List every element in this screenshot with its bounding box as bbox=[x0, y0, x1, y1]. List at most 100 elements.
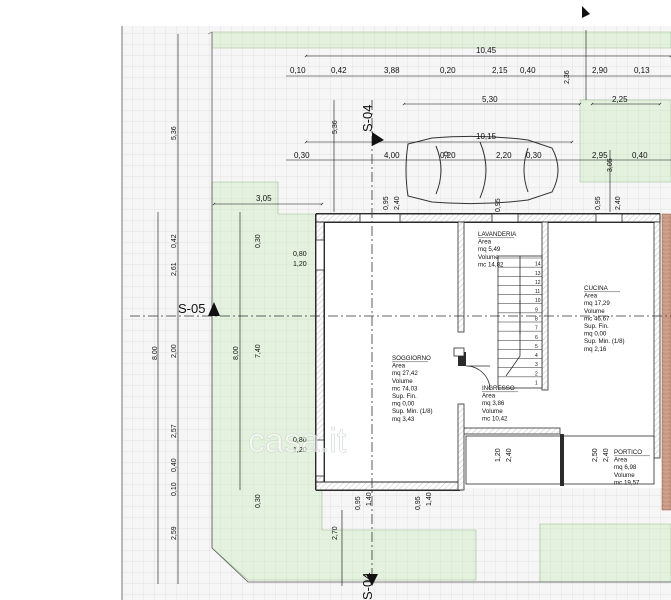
soggiorno-label-line-4: mc 74,03 bbox=[392, 385, 418, 392]
dim-top-240-a: 2,40 bbox=[394, 196, 401, 210]
dim-top-095-b: 0,95 bbox=[495, 198, 502, 212]
window-top-3 bbox=[595, 213, 623, 223]
dim-left-2: 2,00 bbox=[171, 344, 178, 358]
lawn-left bbox=[211, 181, 477, 581]
stair-step-number: 13 bbox=[535, 271, 541, 277]
watermark-casa-it: casa.it bbox=[248, 422, 347, 460]
section-markers: S-04 S-05 S-04 bbox=[178, 6, 590, 600]
dim-right-top: 2,25 bbox=[612, 95, 628, 104]
dim-bot-095-a: 0,95 bbox=[355, 496, 362, 510]
soggiorno-label-line-2: mq 27,42 bbox=[392, 370, 418, 377]
car-outline-icon bbox=[405, 135, 559, 205]
dim-top-6: 2,36 bbox=[564, 70, 571, 84]
soggiorno-label-line-7: Sup. Min. (1/8) bbox=[392, 408, 433, 415]
soggiorno-label-line-0: SOGGIORNO bbox=[392, 355, 431, 362]
dim-mid-2: 0,20 bbox=[440, 151, 456, 160]
dim-left-3: 2,57 bbox=[171, 424, 178, 438]
dim-bot-270: 2,70 bbox=[332, 526, 339, 540]
window-top-2 bbox=[491, 213, 519, 223]
dim-mid-0: 0,30 bbox=[294, 151, 310, 160]
soggiorno-label-line-5: Sup. Fin. bbox=[392, 393, 417, 400]
stair-step-number: 14 bbox=[535, 262, 541, 268]
dim-inner-030-bot: 0,30 bbox=[255, 494, 262, 508]
dimension-lines bbox=[157, 30, 671, 586]
dim-top-2: 3,88 bbox=[384, 66, 400, 75]
dim-top-0: 0,10 bbox=[290, 66, 306, 75]
section-label-s05: S-05 bbox=[178, 301, 205, 316]
cucina-label-line-0: CUCINA bbox=[584, 285, 609, 292]
dim-top-240-b: 2,40 bbox=[615, 196, 622, 210]
wall-ingresso-left bbox=[458, 352, 466, 366]
wall-cucina-left bbox=[541, 221, 549, 391]
dim-top-095-c: 0,95 bbox=[595, 196, 602, 210]
dim-mid-overall: 10,15 bbox=[476, 132, 497, 141]
dim-vertical-536: 5,36 bbox=[171, 126, 178, 140]
dim-left-800: 8,00 bbox=[152, 346, 159, 360]
door-swing-ingresso bbox=[465, 365, 491, 391]
lavanderia-label-line-3: Volume bbox=[478, 254, 499, 261]
dim-mid-3: 2,20 bbox=[496, 151, 512, 160]
lavanderia-label-line-4: mc 14,82 bbox=[478, 261, 504, 268]
portico-label-line-4: mc 19,57 bbox=[614, 479, 640, 486]
dim-mid-5: 2,95 bbox=[592, 151, 608, 160]
soggiorno-label-line-8: mq 3,43 bbox=[392, 416, 415, 423]
dim-left-305: 3,05 bbox=[256, 194, 272, 203]
site-boundary bbox=[121, 26, 671, 600]
portico-label-line-0: PORTICO bbox=[614, 449, 642, 456]
stair-step-number: 8 bbox=[535, 317, 538, 323]
brick-wall bbox=[661, 213, 671, 511]
dim-top-8: 0,13 bbox=[634, 66, 650, 75]
dim-top-overall: 10,45 bbox=[476, 46, 497, 55]
dim-garage-width: 5,30 bbox=[482, 95, 498, 104]
cucina-label-line-7: Sup. Min. (1/8) bbox=[584, 338, 625, 345]
dim-left-4: 0,40 bbox=[171, 458, 178, 472]
dim-bot-140-b: 1,40 bbox=[426, 492, 433, 506]
lavanderia-label-line-2: mq 5,49 bbox=[478, 246, 501, 253]
wall-right-upper bbox=[653, 221, 661, 459]
lawn-bottom-right bbox=[539, 523, 671, 583]
cucina-label-line-1: Area bbox=[584, 293, 598, 300]
lawn-right bbox=[579, 99, 671, 183]
section-arrow-bottom bbox=[366, 574, 378, 586]
stair-step-number: 12 bbox=[535, 280, 541, 286]
cucina-label-line-8: mq 2,16 bbox=[584, 346, 607, 353]
lawn-top bbox=[211, 31, 671, 49]
dim-left-0: 0,42 bbox=[171, 234, 178, 248]
dim-window-080-top: 0,80 bbox=[293, 251, 307, 258]
cucina-label-line-2: mq 17,29 bbox=[584, 300, 610, 307]
dim-left-6: 2,59 bbox=[171, 526, 178, 540]
window-left-1 bbox=[315, 239, 325, 271]
dim-bot-095-b: 0,95 bbox=[415, 496, 422, 510]
cucina-label-line-5: Sup. Fin. bbox=[584, 323, 609, 330]
portico-label-line-3: Volume bbox=[614, 472, 635, 479]
dim-portico-120: 1,20 bbox=[495, 448, 502, 462]
lavanderia-label-line-0: LAVANDERIA bbox=[478, 231, 517, 238]
stair-step-number: 3 bbox=[535, 362, 538, 368]
stair-step-number: 6 bbox=[535, 335, 538, 341]
building bbox=[315, 213, 671, 511]
soggiorno-label-line-3: Volume bbox=[392, 378, 413, 385]
section-arrow-top-right bbox=[582, 6, 590, 18]
dim-top-095-a: 0,95 bbox=[383, 196, 390, 210]
dim-top-4: 2,15 bbox=[492, 66, 508, 75]
stair-step-number: 9 bbox=[535, 307, 538, 313]
dim-top-305-right: 3,05 bbox=[607, 158, 614, 172]
cucina-label-line-6: mq 0,00 bbox=[584, 331, 607, 338]
dim-mid-6: 0,40 bbox=[632, 151, 648, 160]
dim-left-5: 0,10 bbox=[171, 482, 178, 496]
dim-inner-740: 7,40 bbox=[255, 344, 262, 358]
wall-top bbox=[315, 213, 661, 223]
dim-top-1: 0,42 bbox=[331, 66, 347, 75]
dim-bot-140-a: 1,40 bbox=[366, 492, 373, 506]
cucina-label-line-3: Volume bbox=[584, 308, 605, 315]
wall-ingresso-left-lower bbox=[457, 403, 465, 491]
portico-label-line-1: Area bbox=[614, 457, 628, 464]
dim-window-120-bot: 1,20 bbox=[293, 447, 307, 454]
dim-portico-250: 2,50 bbox=[592, 448, 599, 462]
portico-column bbox=[560, 434, 564, 486]
stair-arrow bbox=[505, 300, 521, 377]
